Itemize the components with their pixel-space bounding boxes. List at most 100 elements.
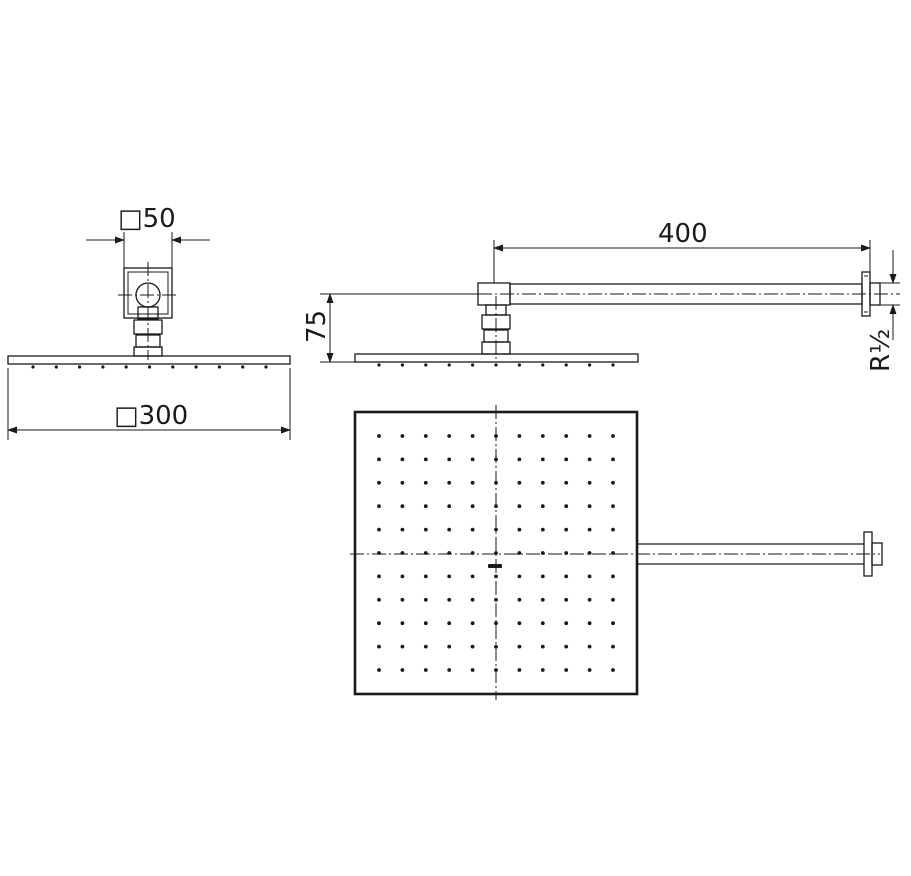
nozzle-dot <box>54 365 58 369</box>
nozzle-dot <box>470 434 475 438</box>
nozzle-dot <box>611 527 615 532</box>
nozzle-dot <box>400 504 405 509</box>
nozzle-dot <box>447 504 452 509</box>
nozzle-dot <box>423 457 428 462</box>
front-nozzle-row <box>31 365 268 369</box>
side-nozzle-row <box>377 363 615 367</box>
nozzle-dot <box>400 434 405 438</box>
nozzle-dot <box>494 434 498 438</box>
nozzle-dot <box>587 551 592 555</box>
nozzle-dot <box>400 363 404 367</box>
nozzle-dot <box>423 434 428 438</box>
nozzle-dot <box>564 457 569 462</box>
nozzle-dot <box>517 644 522 649</box>
nozzle-dot <box>470 527 475 532</box>
nozzle-dot <box>31 365 35 369</box>
dim-arm-length-label: 400 <box>658 219 708 249</box>
nozzle-dot <box>494 668 498 672</box>
nozzle-dot <box>447 551 452 555</box>
nozzle-dot <box>377 504 381 509</box>
nozzle-dot <box>470 621 475 626</box>
nozzle-dot <box>587 574 592 579</box>
nozzle-dot <box>588 363 592 367</box>
nozzle-dot <box>611 621 615 626</box>
nozzle-dot <box>494 644 498 649</box>
nozzle-dot <box>540 551 545 555</box>
nozzle-dot <box>147 365 152 369</box>
nozzle-dot <box>540 457 545 462</box>
nozzle-dot <box>494 527 498 532</box>
nozzle-dot <box>564 621 569 626</box>
nozzle-dot <box>264 365 268 369</box>
nozzle-dot <box>400 668 405 672</box>
nozzle-dot <box>470 597 475 602</box>
nozzle-dot <box>447 527 452 532</box>
nozzle-dot <box>400 574 405 579</box>
nozzle-dot <box>517 457 522 462</box>
nozzle-dot <box>540 574 545 579</box>
nozzle-dot <box>540 504 545 509</box>
nozzle-dot <box>194 365 198 369</box>
nozzle-dot <box>611 457 615 462</box>
side-view: 400 75 R½ <box>302 219 900 372</box>
nozzle-dot <box>611 668 615 672</box>
nozzle-dot <box>564 668 569 672</box>
nozzle-dot <box>377 574 381 579</box>
nozzle-dot <box>423 668 428 672</box>
front-view: □50 □300 <box>7 204 291 440</box>
nozzle-dot <box>540 527 545 532</box>
nozzle-dot <box>470 457 475 462</box>
nozzle-dot <box>494 621 498 626</box>
front-joint-upper <box>137 306 159 320</box>
side-joint-nut <box>481 314 511 330</box>
nozzle-dot <box>78 365 82 369</box>
front-joint-nut <box>133 319 163 335</box>
nozzle-dot <box>587 434 592 438</box>
nozzle-dot <box>517 480 522 485</box>
nozzle-dot <box>564 574 569 579</box>
nozzle-dot <box>564 480 569 485</box>
nozzle-dot <box>400 480 405 485</box>
nozzle-dot <box>494 504 498 509</box>
nozzle-dot <box>423 480 428 485</box>
nozzle-dot <box>400 527 405 532</box>
nozzle-dot <box>611 597 615 602</box>
nozzle-dot <box>400 644 405 649</box>
nozzle-dot <box>494 363 498 367</box>
side-wall-nut <box>869 282 881 306</box>
nozzle-dot <box>540 644 545 649</box>
nozzle-dot <box>447 597 452 602</box>
nozzle-dot <box>171 365 175 369</box>
nozzle-dot <box>541 363 545 367</box>
nozzle-dot <box>540 621 545 626</box>
nozzle-dot <box>447 621 452 626</box>
nozzle-dot <box>377 527 381 532</box>
nozzle-dot <box>470 504 475 509</box>
nozzle-dot <box>611 551 615 555</box>
nozzle-dot <box>517 434 522 438</box>
nozzle-dot <box>377 644 381 649</box>
nozzle-dot <box>517 504 522 509</box>
nozzle-dot <box>377 621 381 626</box>
nozzle-dot <box>494 551 498 555</box>
nozzle-dot <box>564 527 569 532</box>
nozzle-dot <box>611 574 615 579</box>
nozzle-dot <box>564 551 569 555</box>
nozzle-dot <box>217 365 221 369</box>
nozzle-dot <box>400 621 405 626</box>
nozzle-dot <box>564 434 569 438</box>
nozzle-dot <box>400 457 405 462</box>
nozzle-dot <box>424 363 428 367</box>
top-nozzle-grid <box>377 434 615 672</box>
nozzle-dot <box>377 668 381 672</box>
nozzle-dot <box>540 668 545 672</box>
nozzle-dot <box>587 504 592 509</box>
nozzle-dot <box>587 597 592 602</box>
top-wall-nut <box>871 542 883 566</box>
nozzle-dot <box>564 597 569 602</box>
nozzle-dot <box>470 480 475 485</box>
nozzle-dot <box>540 434 545 438</box>
nozzle-dot <box>423 574 428 579</box>
nozzle-dot <box>494 457 498 462</box>
top-view <box>350 405 883 700</box>
